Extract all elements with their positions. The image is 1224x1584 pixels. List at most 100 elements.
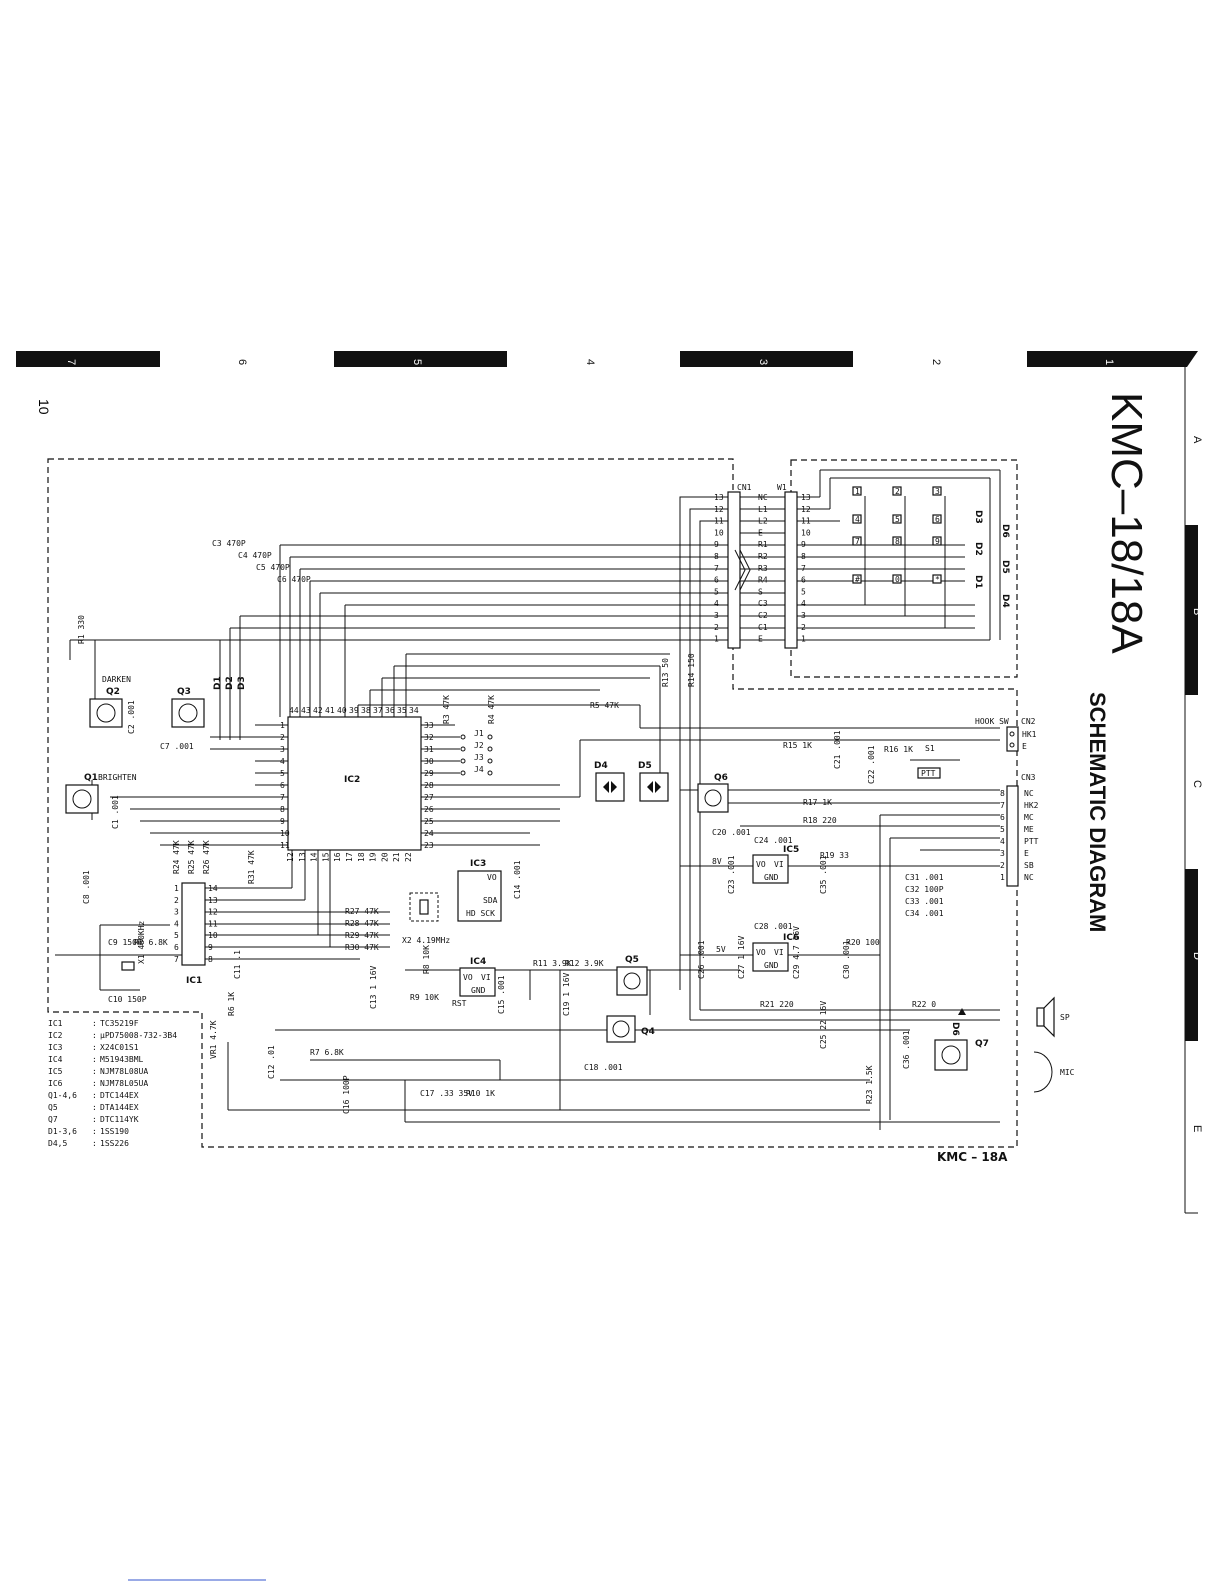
side-label-c: C xyxy=(1191,780,1203,788)
c33-label: C33 .001 xyxy=(905,897,944,906)
r28-label: R28 47K xyxy=(345,919,379,928)
label-5v: 5V xyxy=(716,945,726,954)
c21-label: C21 .001 xyxy=(833,730,842,769)
c35-label: C35 .001 xyxy=(819,855,828,894)
diagram-subtitle: SCHEMATIC DIAGRAM xyxy=(1085,692,1110,932)
ic6-vi: VI xyxy=(774,948,784,957)
cn1-pin-number: 13 xyxy=(714,493,724,502)
ic2-pin-left: 6 xyxy=(280,781,285,790)
q3-label: Q3 xyxy=(177,687,191,697)
parts-ref: IC4 xyxy=(48,1055,63,1064)
w1-pin-number: 4 xyxy=(801,599,806,608)
c16-label: C16 100P xyxy=(342,1075,351,1114)
side-ruler: A B C D E xyxy=(1184,367,1203,1214)
ruler-label-6: 6 xyxy=(236,359,248,365)
ic1-pin-left: 2 xyxy=(174,896,179,905)
r6-label: R6 1K xyxy=(227,992,236,1016)
component-labels: C3 470P C4 470P C5 470P C6 470P R1 330 C… xyxy=(77,539,944,1114)
r10-label: R10 1K xyxy=(466,1089,495,1098)
c27-label: C27 1 16V xyxy=(737,935,746,979)
jumper-label: J1 xyxy=(474,729,484,738)
q1-label: Q1 xyxy=(84,773,98,783)
r26-label: R26 47K xyxy=(202,840,211,874)
parts-ref: Q1-4,6 xyxy=(48,1091,77,1100)
cn1-pin-number: 7 xyxy=(714,564,719,573)
vr1-label: VR1 4.7K xyxy=(209,1020,218,1059)
ic3-eeprom: IC3 VO SDA HD SCK xyxy=(457,859,502,922)
parts-ref: D1-3,6 xyxy=(48,1127,77,1136)
w1-pin-number: 1 xyxy=(801,635,806,644)
ic2-pin-right: 23 xyxy=(424,841,434,850)
w1-pin-number: 5 xyxy=(801,587,806,596)
d6-keypad-label: D6 xyxy=(1000,524,1010,538)
c19-label: C19 1 16V xyxy=(562,972,571,1016)
diode-d5: D5 xyxy=(638,761,669,802)
parts-value: NJM78L08UA xyxy=(100,1067,148,1076)
parts-value: 1SS190 xyxy=(100,1127,129,1136)
key-label: # xyxy=(855,575,860,584)
c31-label: C31 .001 xyxy=(905,873,944,882)
ic4-gnd: GND xyxy=(471,986,486,995)
parts-sep: : xyxy=(92,1043,97,1052)
cn1-pin-number: 10 xyxy=(714,528,724,537)
r19-label: R19 33 xyxy=(820,851,849,860)
x2-label: X2 4.19MHz xyxy=(402,936,450,945)
ic1-label: IC1 xyxy=(186,976,202,986)
ic2-pin-top: 40 xyxy=(337,706,347,715)
ic3-vo: VO xyxy=(487,873,497,882)
ic2-pin-top: 42 xyxy=(313,706,323,715)
cn3-pin: PTT xyxy=(1024,837,1039,846)
ic2-pin-right: 30 xyxy=(424,757,434,766)
ic4-rst: RST xyxy=(452,999,467,1008)
ic1-pin-right: 14 xyxy=(208,884,218,893)
jumper-label: J3 xyxy=(474,753,484,762)
r3-label: R3 47K xyxy=(442,695,451,724)
w1-pin-number: 10 xyxy=(801,528,811,537)
cn1-pin-number: 2 xyxy=(714,623,719,632)
w1-pin-number: 7 xyxy=(801,564,806,573)
connector-w1: W1 xyxy=(740,483,798,649)
c18-label: C18 .001 xyxy=(584,1063,623,1072)
parts-ref: D4,5 xyxy=(48,1139,67,1148)
key-label: 0 xyxy=(895,575,900,584)
ic2-pin-right: 24 xyxy=(424,829,434,838)
w1-label: W1 xyxy=(777,483,787,492)
connector-cn3: CN3 NC HK2 MC ME PTT E SB NC 8 7 6 5 4 3… xyxy=(1000,773,1039,887)
cn1-pin-label: L2 xyxy=(758,517,768,526)
r21-label: R21 220 xyxy=(760,1000,794,1009)
ic2-pin-left: 7 xyxy=(280,793,285,802)
diode-d6: D6 xyxy=(950,1008,966,1036)
parts-value: DTC144EX xyxy=(100,1091,139,1100)
c23-label: C23 .001 xyxy=(727,855,736,894)
ic6-vo: VO xyxy=(756,948,766,957)
r29-label: R29 47K xyxy=(345,931,379,940)
ic2-pin-top: 44 xyxy=(289,706,299,715)
parts-ref: IC3 xyxy=(48,1043,63,1052)
parts-ref: IC1 xyxy=(48,1019,63,1028)
jumper-label: J2 xyxy=(474,741,484,750)
w1-pin-number: 9 xyxy=(801,540,806,549)
key-label: 1 xyxy=(855,487,860,496)
r4-label: R4 47K xyxy=(487,695,496,724)
cn3-num: 3 xyxy=(1000,849,1005,858)
r20-label: R20 100 xyxy=(846,938,880,947)
parts-ref: IC5 xyxy=(48,1067,63,1076)
ic1-pin-left: 7 xyxy=(174,955,179,964)
parts-sep: : xyxy=(92,1031,97,1040)
ic2-pin-bottom: 13 xyxy=(298,852,307,862)
d6-label: D6 xyxy=(950,1022,960,1036)
q2-label: Q2 xyxy=(106,687,120,697)
ic2-pin-top: 38 xyxy=(361,706,371,715)
q6-label: Q6 xyxy=(714,773,728,783)
variant-label: KMC – 18A xyxy=(937,1150,1008,1164)
ic3-label: IC3 xyxy=(470,859,486,869)
cn1-pin-label: R2 xyxy=(758,552,768,561)
ic2-pin-top: 43 xyxy=(301,706,311,715)
ic4-label: IC4 xyxy=(470,957,486,967)
ic2-pin-left: 11 xyxy=(280,841,290,850)
r13-label: R13 50 xyxy=(661,658,670,687)
cn3-num: 1 xyxy=(1000,873,1005,882)
d3-ic2-label: D3 xyxy=(237,676,247,690)
parts-value: TC35219F xyxy=(100,1019,139,1028)
c10-label: C10 150P xyxy=(108,995,147,1004)
